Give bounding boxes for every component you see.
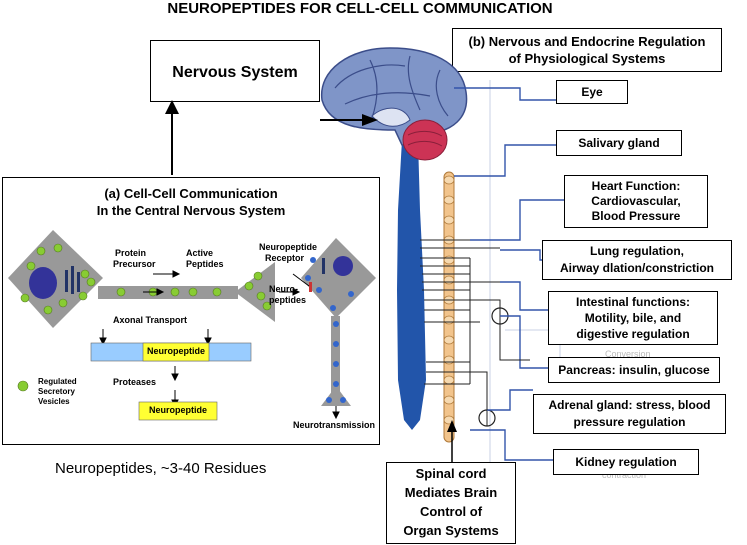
panel-b-title-line1: (b) Nervous and Endocrine Regulation bbox=[468, 34, 706, 49]
neuropeptide-bar-label: Neuropeptide bbox=[146, 346, 205, 356]
organ-intestinal-line3: digestive regulation bbox=[576, 327, 690, 341]
organ-eye-label: Eye bbox=[581, 85, 603, 99]
nervous-system-label: Nervous System bbox=[172, 64, 298, 81]
axonal-transport-label: Axonal Transport bbox=[113, 315, 188, 325]
organ-box-adrenal: Adrenal gland: stress, blood pressure re… bbox=[533, 394, 726, 434]
proteases-label: Proteases bbox=[113, 377, 157, 387]
spinal-cord-box: Spinal cord Mediates Brain Control of Or… bbox=[386, 462, 516, 544]
secretory-vesicles bbox=[17, 243, 272, 392]
organ-heart-line2: Cardiovascular, bbox=[591, 194, 681, 208]
organ-lung-line1: Lung regulation, bbox=[590, 244, 684, 258]
organ-box-eye: Eye bbox=[556, 80, 628, 104]
faint-conversion-label: Conversion bbox=[605, 349, 651, 359]
organ-heart-line3: Blood Pressure bbox=[591, 209, 681, 223]
postsynaptic-cell-body bbox=[301, 238, 376, 318]
nucleus-icon bbox=[29, 267, 57, 299]
neuropeptide-product-box bbox=[138, 401, 218, 421]
organ-intestinal-line2: Motility, bile, and bbox=[584, 311, 682, 325]
spinal-cord-line3: Control of bbox=[419, 504, 483, 519]
organ-box-salivary: Salivary gland bbox=[556, 130, 682, 156]
active-peptides-line2: Peptides bbox=[186, 259, 224, 269]
organ-pancreas-label: Pancreas: insulin, glucose bbox=[558, 363, 710, 377]
protein-precursor-line1: Protein bbox=[115, 248, 147, 258]
organ-box-pancreas: Pancreas: insulin, glucose bbox=[548, 357, 720, 383]
cord-chain-connectors bbox=[420, 239, 500, 385]
organ-kidney-label: Kidney regulation bbox=[575, 455, 677, 469]
legend-line3: Vesicles bbox=[38, 397, 70, 406]
axon bbox=[98, 286, 238, 299]
spinal-cord-line4: Organ Systems bbox=[403, 523, 499, 538]
organ-box-kidney: Kidney regulation bbox=[553, 449, 699, 475]
organ-intestinal-line1: Intestinal functions: bbox=[576, 295, 690, 309]
organ-adrenal-line1: Adrenal gland: stress, blood bbox=[548, 398, 711, 412]
organ-nerve-lines bbox=[454, 87, 564, 461]
spinal-cord-line1: Spinal cord bbox=[415, 466, 487, 481]
panel-b-title-line2: of Physiological Systems bbox=[508, 51, 666, 66]
organ-box-heart: Heart Function: Cardiovascular, Blood Pr… bbox=[564, 175, 708, 228]
neuropeptide-receptor-line1: Neuropeptide bbox=[259, 242, 318, 252]
neurotransmission-label: Neurotransmission bbox=[293, 420, 376, 430]
panel-a-box: (a) Cell-Cell Communication In the Centr… bbox=[2, 177, 380, 445]
panel-a-title-line2: In the Central Nervous System bbox=[96, 203, 286, 218]
organ-heart-line1: Heart Function: bbox=[591, 179, 681, 193]
neuron-diagram bbox=[8, 230, 376, 421]
faint-contraction-label: contraction bbox=[602, 470, 646, 480]
legend-line2: Secretory bbox=[38, 387, 75, 396]
active-peptides-line1: Active bbox=[186, 248, 214, 258]
neuro-peptides-line1: Neuro- bbox=[269, 284, 298, 294]
brain-illustration bbox=[321, 47, 468, 161]
legend-line1: Regulated bbox=[38, 377, 77, 386]
organ-lung-line2: Airway dlation/constriction bbox=[559, 261, 715, 275]
organ-box-lung: Lung regulation, Airway dlation/constric… bbox=[542, 240, 732, 280]
neuropeptide-receptor-line2: Receptor bbox=[265, 253, 305, 263]
panel-a-title-line1: (a) Cell-Cell Communication bbox=[104, 186, 278, 201]
neuropeptide-product-label: Neuropeptide bbox=[148, 405, 207, 415]
organ-salivary-label: Salivary gland bbox=[578, 136, 660, 150]
spinal-cord-line2: Mediates Brain bbox=[404, 485, 498, 500]
residues-caption: Neuropeptides, ~3-40 Residues bbox=[55, 460, 267, 477]
protein-precursor-line2: Precursor bbox=[113, 259, 156, 269]
spinal-cord-shape bbox=[397, 140, 426, 430]
neuro-peptides-line2: peptides bbox=[269, 295, 307, 305]
nervous-system-box: Nervous System bbox=[150, 40, 320, 102]
receptor-vesicles bbox=[305, 257, 354, 403]
page-title: NEUROPEPTIDES FOR CELL-CELL COMMUNICATIO… bbox=[167, 0, 553, 17]
organ-adrenal-line2: pressure regulation bbox=[573, 415, 686, 429]
organ-box-intestinal: Intestinal functions: Motility, bile, an… bbox=[548, 291, 718, 345]
panel-b-title-box: (b) Nervous and Endocrine Regulation of … bbox=[452, 28, 722, 72]
